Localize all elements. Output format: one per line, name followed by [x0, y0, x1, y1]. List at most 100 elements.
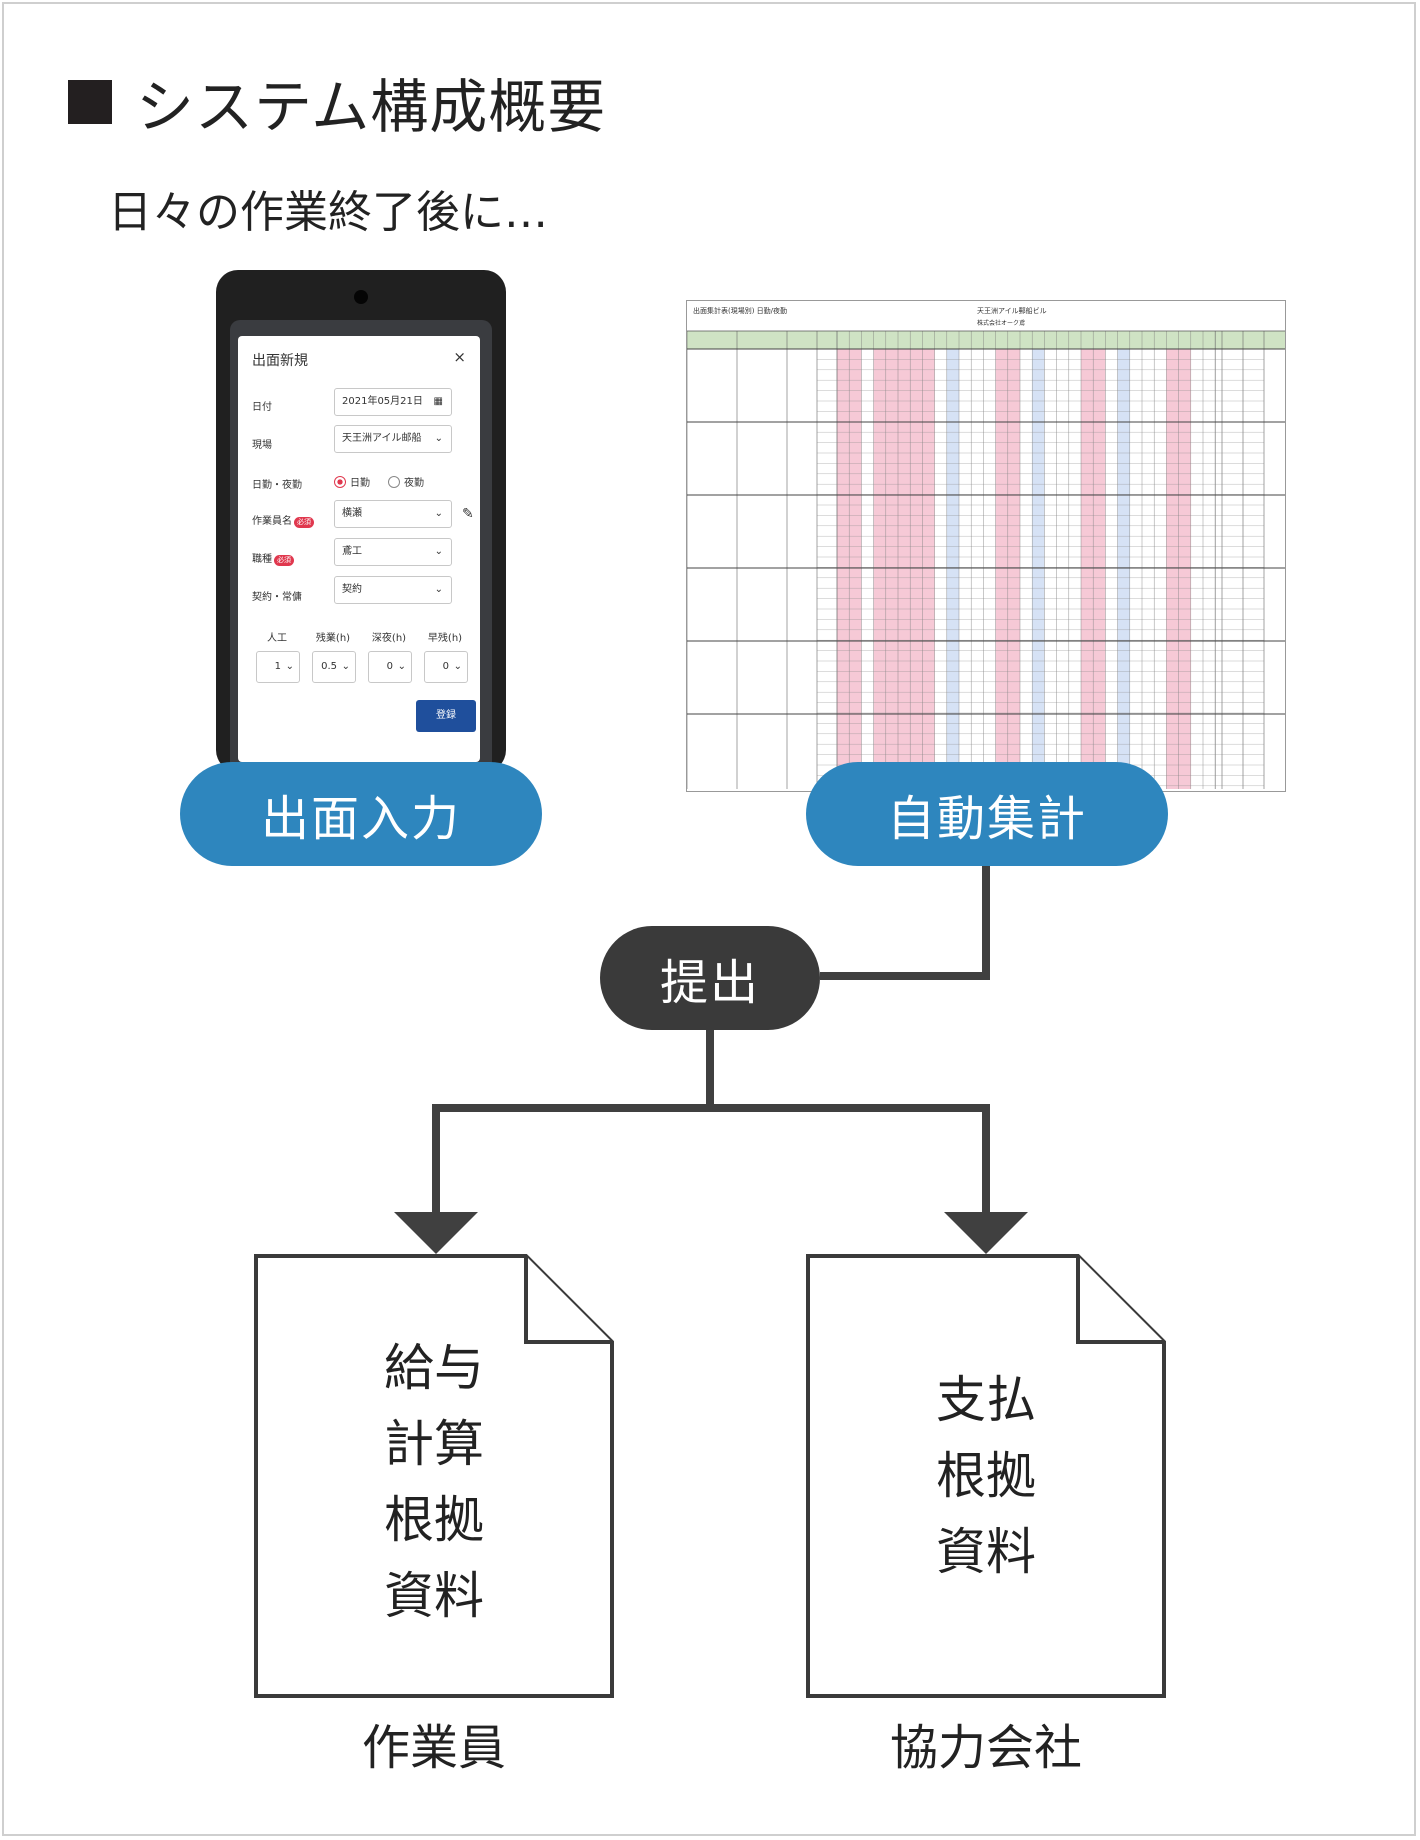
- hours-value: 0: [386, 661, 393, 672]
- doc-line: 給与: [384, 1339, 484, 1397]
- job-label: 職種必須: [252, 550, 294, 566]
- hours-label: 早残(h): [427, 633, 463, 644]
- edit-pencil-icon[interactable]: ✎: [462, 506, 474, 522]
- job-label-text: 職種: [252, 554, 272, 565]
- chevron-down-icon: ⌄: [434, 433, 443, 444]
- contract-select[interactable]: 契約 ⌄: [334, 576, 452, 604]
- doc-line: 根拠: [936, 1447, 1036, 1505]
- submit-step-pill: 提出: [600, 926, 820, 1030]
- modal-title: 出面新規: [252, 353, 308, 369]
- weekend-column: [1178, 349, 1191, 789]
- chevron-down-icon: ⌄: [434, 584, 443, 595]
- sheet-site: 天王洲アイル郵船ビル: [977, 306, 1047, 315]
- contract-value: 契約: [342, 584, 362, 595]
- day-shift-label: 日勤: [350, 478, 370, 489]
- branch-line: [432, 1104, 990, 1216]
- night-shift-label: 夜勤: [404, 478, 424, 489]
- sheet-title: 出面集計表(現場別) 日勤/夜勤: [693, 306, 787, 315]
- grid-lines: [686, 330, 1285, 789]
- attendance-modal: 出面新規 × 日付 2021年05月21日 ▦ 現場 天王洲アイル邮船 ⌄ 日勤…: [238, 336, 480, 762]
- hours-select[interactable]: 0⌄: [368, 651, 412, 683]
- job-value: 鳶工: [342, 546, 362, 557]
- date-label: 日付: [252, 402, 272, 413]
- site-label: 現場: [252, 440, 272, 451]
- document-fold-left: [524, 1256, 612, 1344]
- weekend-column: [849, 349, 862, 789]
- sheet-company: 株式会社オーク鳶: [977, 319, 1025, 327]
- weekend-column: [837, 349, 850, 789]
- hours-label: 人工: [267, 633, 287, 644]
- doc-line: 資料: [936, 1523, 1036, 1581]
- document-fold-right: [1076, 1256, 1164, 1344]
- section-title: システム構成概要: [68, 62, 606, 142]
- doc-line: 支払: [936, 1371, 1036, 1429]
- document-shape-left: [254, 1254, 614, 1698]
- smartphone-mockup: 出面新規 × 日付 2021年05月21日 ▦ 現場 天王洲アイル邮船 ⌄ 日勤…: [216, 270, 506, 772]
- document-shape-right: [806, 1254, 1166, 1698]
- weekend-column: [898, 349, 911, 789]
- radio-off-icon: [388, 475, 400, 488]
- hours-label: 残業(h): [315, 633, 351, 644]
- radio-day-shift[interactable]: 日勤: [334, 474, 370, 489]
- hours-select[interactable]: 0⌄: [424, 651, 468, 683]
- required-badge: 必須: [274, 555, 294, 566]
- weekend-column: [1093, 349, 1106, 789]
- input-step-pill: 出面入力: [180, 762, 542, 866]
- doc-line: 根拠: [384, 1491, 484, 1549]
- chevron-down-icon: ⌄: [397, 661, 406, 672]
- site-select[interactable]: 天王洲アイル邮船 ⌄: [334, 425, 452, 453]
- close-icon[interactable]: ×: [453, 348, 466, 366]
- chevron-down-icon: ⌄: [434, 546, 443, 557]
- worker-label-text: 作業員名: [252, 516, 292, 527]
- recipient-partner: 協力会社: [889, 1720, 1082, 1776]
- arrow-down-icon: [394, 1212, 478, 1254]
- payroll-document-text: 給与 計算 根拠 資料: [334, 1330, 534, 1634]
- arrow-down-icon: [944, 1212, 1028, 1254]
- hours-value: 0: [442, 661, 449, 672]
- header-band: [687, 331, 1285, 349]
- holiday-column: [946, 349, 959, 789]
- required-badge: 必須: [294, 517, 314, 528]
- worker-label: 作業員名必須: [252, 512, 314, 528]
- radio-night-shift[interactable]: 夜勤: [388, 474, 424, 489]
- hours-select[interactable]: 1⌄: [256, 651, 300, 683]
- chevron-down-icon: ⌄: [453, 661, 462, 672]
- holiday-column: [1117, 349, 1130, 789]
- weekend-column: [922, 349, 935, 789]
- job-select[interactable]: 鳶工 ⌄: [334, 538, 452, 566]
- site-value: 天王洲アイル邮船: [342, 433, 422, 444]
- doc-line: 計算: [384, 1415, 484, 1473]
- chevron-down-icon: ⌄: [341, 661, 350, 672]
- hours-label: 深夜(h): [371, 633, 407, 644]
- payment-document-text: 支払 根拠 資料: [886, 1362, 1086, 1590]
- aggregate-spreadsheet: 出面集計表(現場別) 日勤/夜勤 天王洲アイル郵船ビル 株式会社オーク鳶: [686, 300, 1286, 792]
- chevron-down-icon: ⌄: [285, 661, 294, 672]
- shift-label: 日勤・夜勤: [252, 480, 302, 491]
- camera-icon: [354, 290, 368, 304]
- register-button[interactable]: 登録: [416, 700, 476, 732]
- weekend-column: [910, 349, 923, 789]
- worker-select[interactable]: 横瀬 ⌄: [334, 500, 452, 528]
- square-bullet-icon: [68, 80, 112, 124]
- weekend-column: [1081, 349, 1094, 789]
- weekend-column: [1007, 349, 1020, 789]
- doc-line: 資料: [384, 1567, 484, 1625]
- title-text: システム構成概要: [136, 73, 607, 141]
- weekend-column: [873, 349, 886, 789]
- holiday-column: [1032, 349, 1045, 789]
- chevron-down-icon: ⌄: [434, 508, 443, 519]
- date-value: 2021年05月21日: [342, 396, 423, 407]
- hours-value: 1: [274, 661, 281, 672]
- hours-select[interactable]: 0.5 ⌄: [312, 651, 356, 683]
- spreadsheet-grid: 出面集計表(現場別) 日勤/夜勤 天王洲アイル郵船ビル 株式会社オーク鳶: [686, 306, 1285, 789]
- recipient-worker: 作業員: [361, 1720, 506, 1776]
- hours-value: 0.5: [321, 661, 337, 672]
- weekend-column: [995, 349, 1008, 789]
- aggregate-to-submit-line: [820, 866, 990, 980]
- worker-value: 横瀬: [342, 508, 362, 519]
- radio-on-icon: [334, 475, 346, 488]
- weekend-column: [1166, 349, 1179, 789]
- date-field[interactable]: 2021年05月21日 ▦: [334, 388, 452, 416]
